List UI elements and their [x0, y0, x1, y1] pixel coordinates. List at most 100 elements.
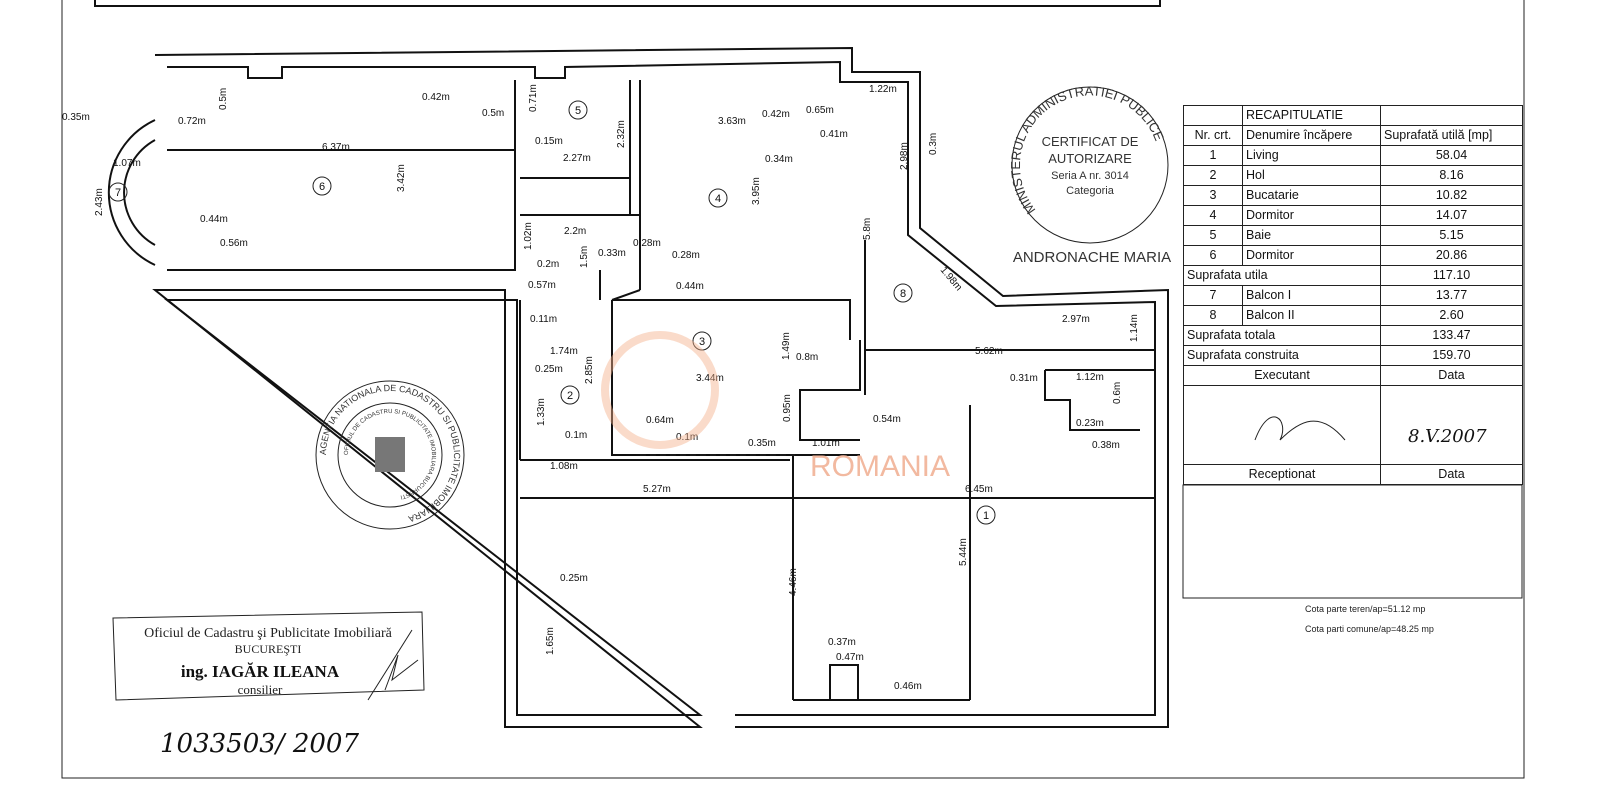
cell-name: Hol — [1242, 165, 1381, 186]
dim-label: 0.25m — [535, 364, 563, 375]
dim-label: 1.33m — [536, 398, 547, 426]
dim-label: 2.85m — [584, 356, 595, 384]
received-label: Receptionat — [1183, 464, 1381, 485]
col-header: Nr. crt. — [1183, 125, 1243, 146]
office-stamp: Oficiul de Cadastru şi Publicitate Imobi… — [112, 611, 425, 701]
agency-stamp: AGENTIA NATIONALA DE CADASTRU SI PUBLICI… — [315, 380, 465, 530]
room-number: 6 — [319, 181, 325, 193]
auth-stamp-line: Seria A nr. 3014 — [1051, 170, 1129, 182]
common-share-note: Cota parti comune/ap=48.25 mp — [1305, 624, 1434, 634]
cell-area: 8.16 — [1380, 165, 1523, 186]
dim-label: 0.56m — [220, 238, 248, 249]
room-markers: 1 2 3 4 5 6 7 8 — [108, 100, 996, 525]
cell-name: Baie — [1242, 225, 1381, 246]
dim-label: 0.28m — [672, 250, 700, 261]
auth-stamp-line: Categoria — [1066, 185, 1115, 197]
cell-nr: 1 — [1183, 145, 1243, 166]
dim-label: 6.37m — [322, 142, 350, 153]
built-label: Suprafata construita — [1183, 345, 1381, 366]
cell-nr: 6 — [1183, 245, 1243, 266]
dim-label: 0.37m — [828, 637, 856, 648]
dim-label: 5.62m — [975, 346, 1003, 357]
dim-label: 1.14m — [1129, 314, 1140, 342]
cell-area: 2.60 — [1380, 305, 1523, 326]
land-share-note: Cota parte teren/ap=51.12 mp — [1305, 604, 1425, 614]
total-label: Suprafata totala — [1183, 325, 1381, 346]
dim-label: 2.43m — [94, 188, 105, 216]
total-value: 133.47 — [1380, 325, 1523, 346]
cell-area: 13.77 — [1380, 285, 1523, 306]
dim-label: 0.35m — [748, 438, 776, 449]
room-number: 3 — [699, 336, 705, 348]
dim-label: 0.25m — [560, 573, 588, 584]
dim-label: 3.42m — [396, 164, 407, 192]
dim-label: 1.02m — [523, 222, 534, 250]
watermark-text: ROMANIA — [810, 450, 950, 483]
dim-label: 0.54m — [873, 414, 901, 425]
built-value: 159.70 — [1380, 345, 1523, 366]
dim-label: 0.5m — [218, 88, 229, 110]
dim-label: 1.49m — [781, 332, 792, 360]
cell-nr: 5 — [1183, 225, 1243, 246]
office-stamp-line: consilier — [238, 682, 283, 697]
dim-label: 0.3m — [928, 133, 939, 155]
dim-label: 0.33m — [598, 248, 626, 259]
dim-label: 0.71m — [528, 84, 539, 112]
dim-label: 1.22m — [869, 84, 897, 95]
room-number: 8 — [900, 288, 906, 300]
dim-label: 0.41m — [820, 129, 848, 140]
dim-label: 0.42m — [422, 92, 450, 103]
dim-label: 0.44m — [676, 281, 704, 292]
dim-label: 0.46m — [894, 681, 922, 692]
dim-label: 0.15m — [535, 136, 563, 147]
recap-table: RECAPITULATIE Nr. crt. Denumire încăpere… — [1183, 105, 1523, 485]
dim-label: 2.27m — [563, 153, 591, 164]
dim-label: 1.74m — [550, 346, 578, 357]
data-label: Data — [1380, 365, 1523, 386]
dim-label: 1.65m — [545, 627, 556, 655]
dim-label: 0.34m — [765, 154, 793, 165]
recap-title: RECAPITULATIE — [1242, 105, 1381, 126]
cell-area: 10.82 — [1380, 185, 1523, 206]
cell-name: Dormitor — [1242, 205, 1381, 226]
dim-label: 0.8m — [796, 352, 818, 363]
col-header: Suprafată utilă [mp] — [1380, 125, 1523, 146]
dim-label: 0.47m — [836, 652, 864, 663]
dim-label: 5.8m — [862, 218, 873, 240]
room-number: 2 — [567, 390, 573, 402]
dim-label: 0.64m — [646, 415, 674, 426]
walls — [107, 46, 1169, 728]
cell-nr: 2 — [1183, 165, 1243, 186]
executant-label: Executant — [1183, 365, 1381, 386]
dim-label: 0.23m — [1076, 418, 1104, 429]
room-number: 7 — [115, 187, 121, 199]
dim-label: 0.1m — [676, 432, 698, 443]
dim-label: 1.98m — [938, 265, 964, 293]
col-header: Denumire încăpere — [1242, 125, 1381, 146]
dim-label: 0.35m — [62, 112, 90, 123]
dim-label: 0.42m — [762, 109, 790, 120]
dim-label: 1.12m — [1076, 372, 1104, 383]
auth-stamp-line: AUTORIZARE — [1048, 151, 1132, 166]
dim-label: 0.95m — [782, 394, 793, 422]
auth-stamp-name: ANDRONACHE MARIA — [1013, 249, 1171, 266]
dim-label: 1.08m — [550, 461, 578, 472]
dim-label: 0.1m — [565, 430, 587, 441]
dim-label: 5.44m — [958, 538, 969, 566]
received-data-label: Data — [1380, 464, 1523, 485]
dim-label: 1.5m — [579, 246, 590, 268]
cell-nr: 8 — [1183, 305, 1243, 326]
registration-number: 1033503/ 2007 — [160, 729, 359, 759]
dim-label: 0.65m — [806, 105, 834, 116]
dim-label: 2.32m — [616, 120, 627, 148]
office-stamp-line: Oficiul de Cadastru şi Publicitate Imobi… — [144, 626, 392, 641]
room-number: 1 — [983, 510, 989, 522]
